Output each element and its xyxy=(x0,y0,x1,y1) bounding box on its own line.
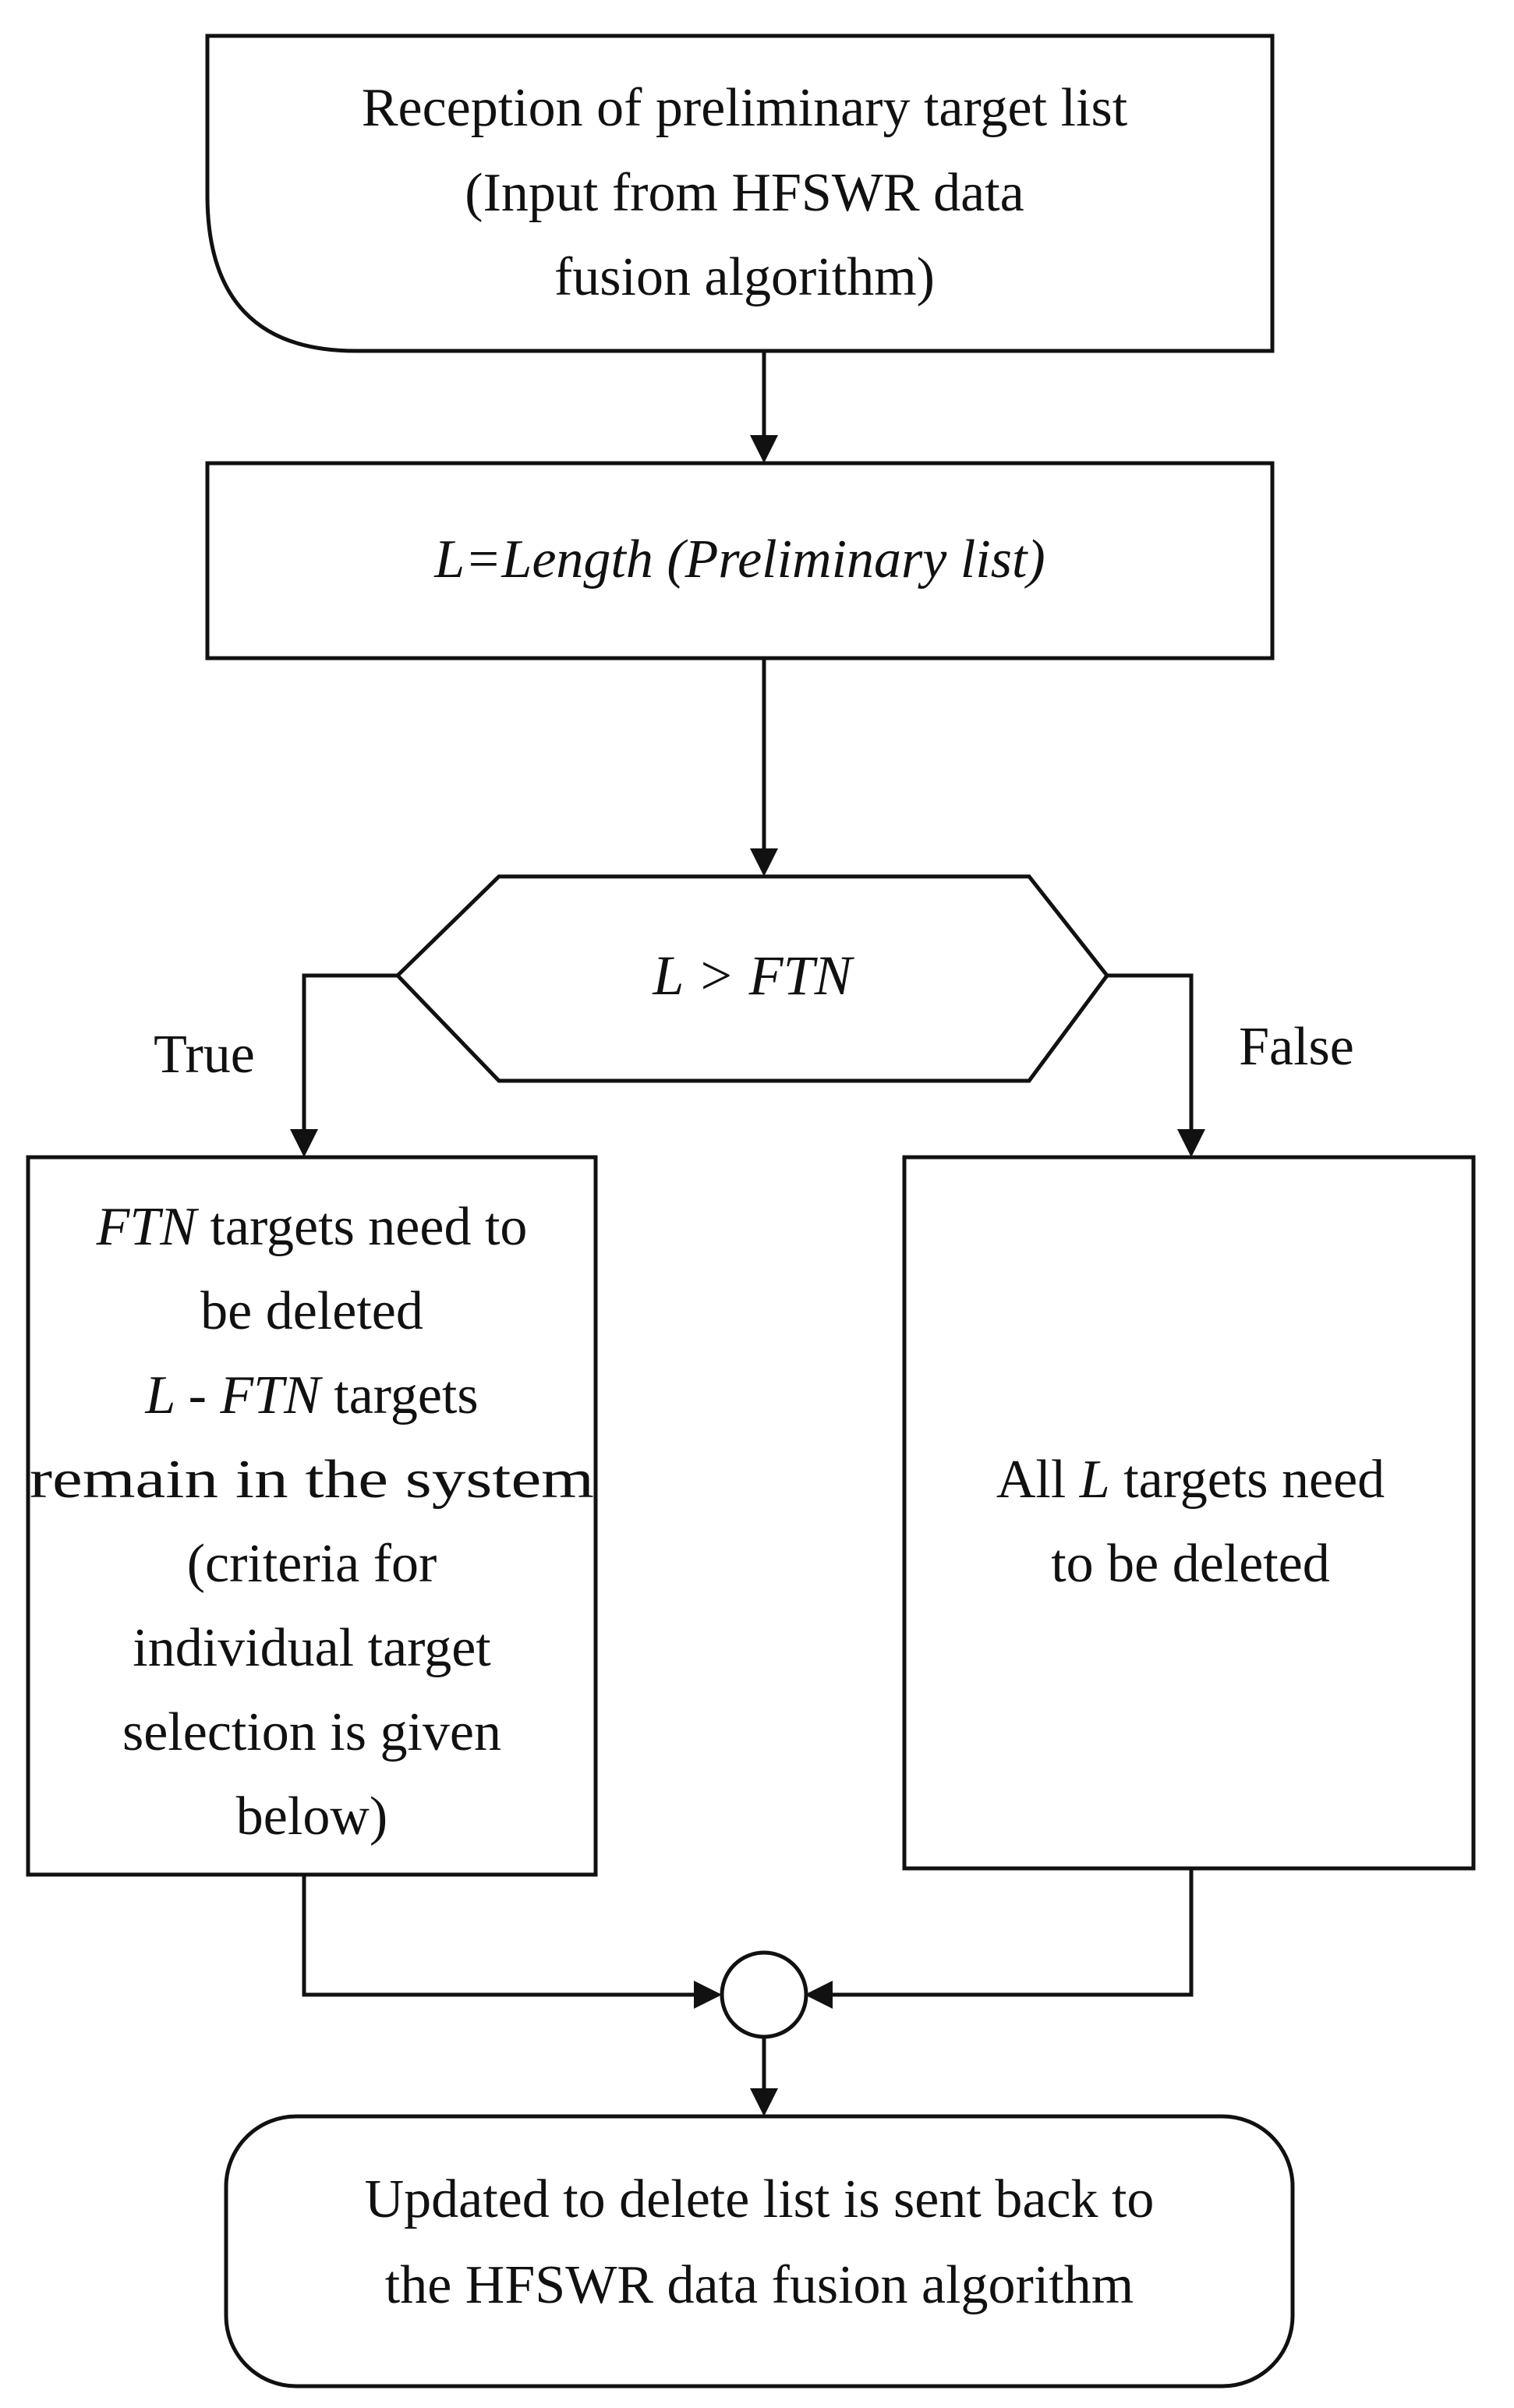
process-text: L=Length (Preliminary list) xyxy=(433,529,1045,590)
false-branch-line xyxy=(1107,973,1194,1131)
decision-label: L > FTN xyxy=(652,944,854,1007)
end-terminator xyxy=(224,2114,1295,2389)
merge-connector xyxy=(720,1950,808,2039)
true-line-1: FTN targets need to xyxy=(96,1197,528,1257)
true-line-1-var: FTN xyxy=(96,1197,200,1257)
true-line-5: (criteria for xyxy=(187,1534,437,1594)
arrowhead-false-box xyxy=(1177,1129,1205,1157)
false-merge-line xyxy=(831,1868,1194,1997)
true-merge-line xyxy=(302,1875,695,1997)
false-action-box xyxy=(902,1155,1476,1871)
true-line-3: L - FTN targets xyxy=(144,1365,478,1425)
start-terminator xyxy=(205,34,1275,353)
true-line-3-var: L - FTN xyxy=(144,1365,323,1425)
true-action-box xyxy=(26,1155,598,1877)
end-text-line2: the HFSWR data fusion algorithm xyxy=(385,2255,1134,2315)
true-line-3-rest: targets xyxy=(320,1365,479,1425)
process-length-box xyxy=(205,461,1275,660)
true-label: True xyxy=(154,1025,255,1085)
arrowhead-merge-left xyxy=(694,1981,722,2009)
true-line-1-rest: targets need to xyxy=(196,1197,527,1257)
false-line-1-pre: All xyxy=(996,1450,1080,1510)
true-branch-line xyxy=(302,973,398,1131)
arrowhead-merge-right xyxy=(805,1981,833,2009)
false-line-1-var: L xyxy=(1079,1450,1110,1510)
true-line-4: remain in the system xyxy=(30,1450,594,1510)
end-text-line1: Updated to delete list is sent back to xyxy=(365,2169,1155,2229)
true-action-text: FTN targets need to be deleted L - FTN t… xyxy=(30,1197,594,1847)
true-line-6: individual target xyxy=(133,1618,491,1678)
arrowhead-decision xyxy=(750,848,778,876)
true-line-7: selection is given xyxy=(122,1702,501,1762)
arrowhead-end xyxy=(750,2088,778,2116)
process-arg: (Preliminary list) xyxy=(653,529,1045,590)
arrowhead-true-box xyxy=(290,1129,318,1157)
true-line-2: be deleted xyxy=(200,1281,423,1341)
arrowhead-process xyxy=(750,435,778,463)
false-line-1: All L targets need xyxy=(996,1450,1385,1510)
true-line-8: below) xyxy=(236,1787,387,1847)
false-line-1-rest: targets need xyxy=(1110,1450,1385,1510)
start-text-line2: (Input from HFSWR data xyxy=(465,163,1024,223)
false-line-2: to be deleted xyxy=(1051,1534,1330,1594)
process-var: L=Length xyxy=(433,529,653,590)
start-text-line3: fusion algorithm) xyxy=(554,247,935,307)
start-text-line1: Reception of preliminary target list xyxy=(362,78,1128,138)
false-label: False xyxy=(1239,1017,1354,1077)
